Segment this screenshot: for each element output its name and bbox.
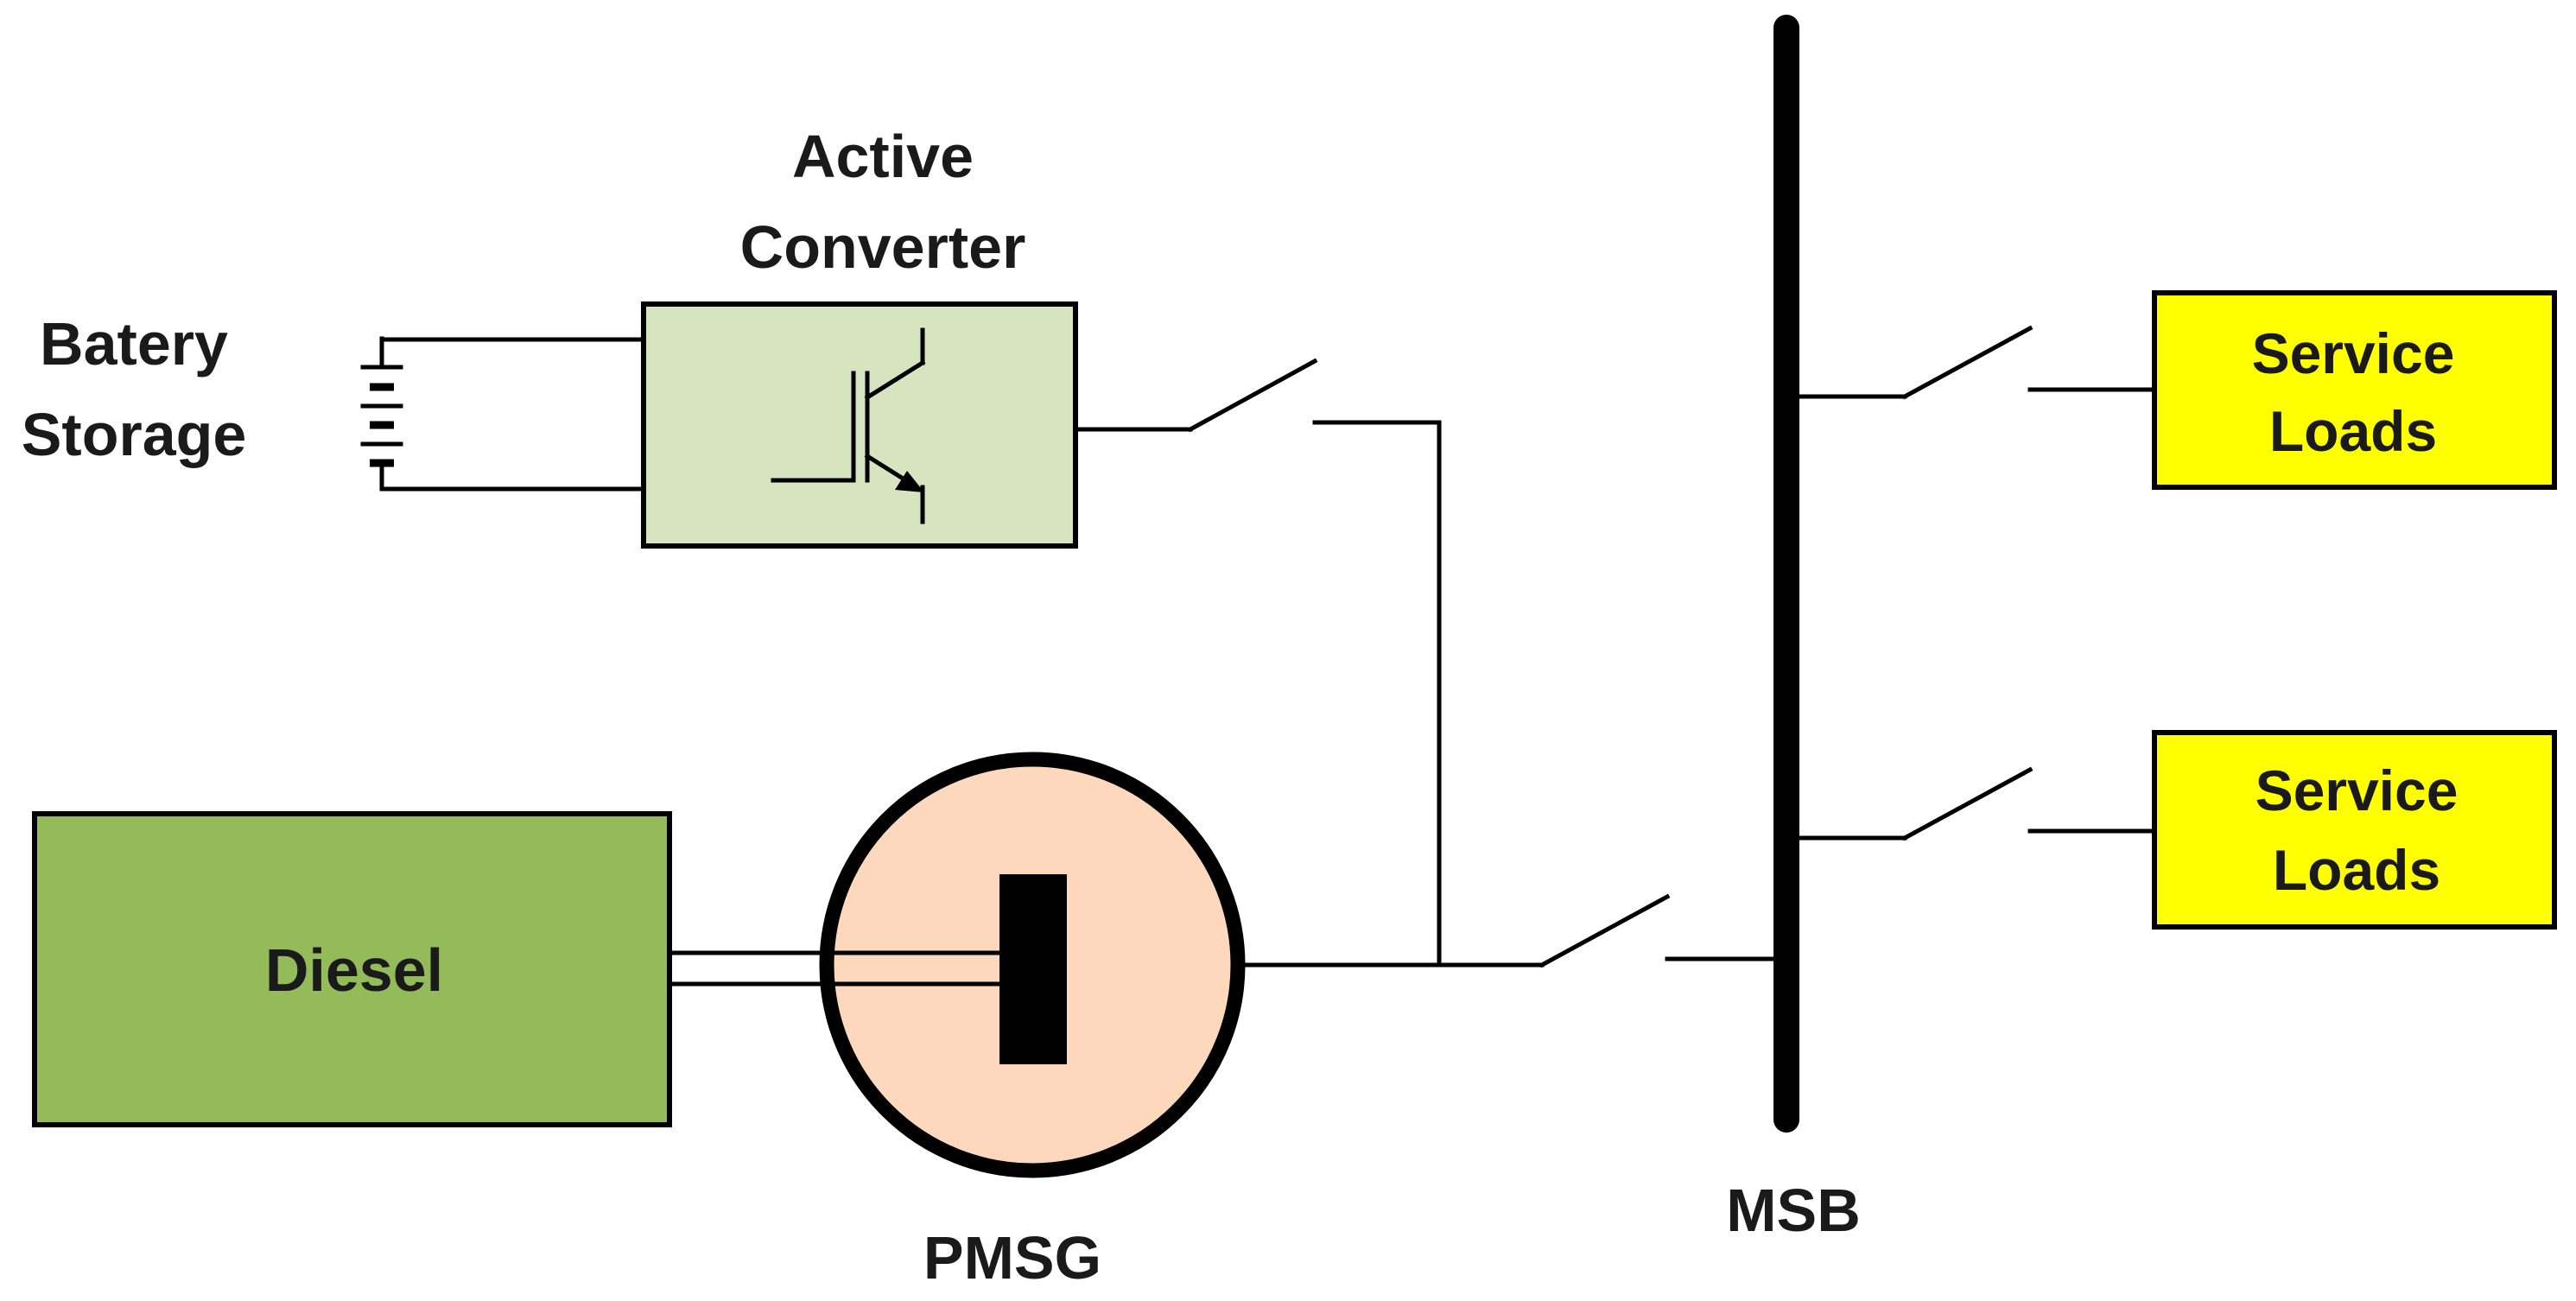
pmsg-rotor <box>999 874 1067 1064</box>
service-loads-box-2 <box>2152 730 2557 930</box>
feeder1-switch <box>1901 325 2034 400</box>
service-loads-1-line2: Loads <box>2269 399 2437 463</box>
diesel-label: Diesel <box>265 936 443 1004</box>
battery-label-line1: Batery <box>40 310 228 378</box>
diesel-engine-box <box>32 811 672 1127</box>
service-loads-2-line2: Loads <box>2273 838 2440 902</box>
battery-icon <box>360 336 403 492</box>
generator-switch <box>1539 893 1671 968</box>
pmsg-label: PMSG <box>923 1224 1101 1291</box>
converter-switch <box>1187 358 1318 433</box>
converter-drop-wire <box>1312 420 1442 965</box>
converter-label-line1: Active <box>792 123 974 190</box>
service-loads-box-1 <box>2152 290 2557 490</box>
msb-label: MSB <box>1726 1177 1861 1244</box>
battery-label-line2: Storage <box>22 401 247 468</box>
igbt-transistor-icon <box>771 327 926 524</box>
service-loads-2-line1: Service <box>2256 758 2459 822</box>
feeder2-switch <box>1901 766 2034 841</box>
converter-label-line2: Converter <box>740 213 1026 281</box>
active-converter-box <box>641 301 1078 549</box>
service-loads-1-line1: Service <box>2252 321 2455 385</box>
